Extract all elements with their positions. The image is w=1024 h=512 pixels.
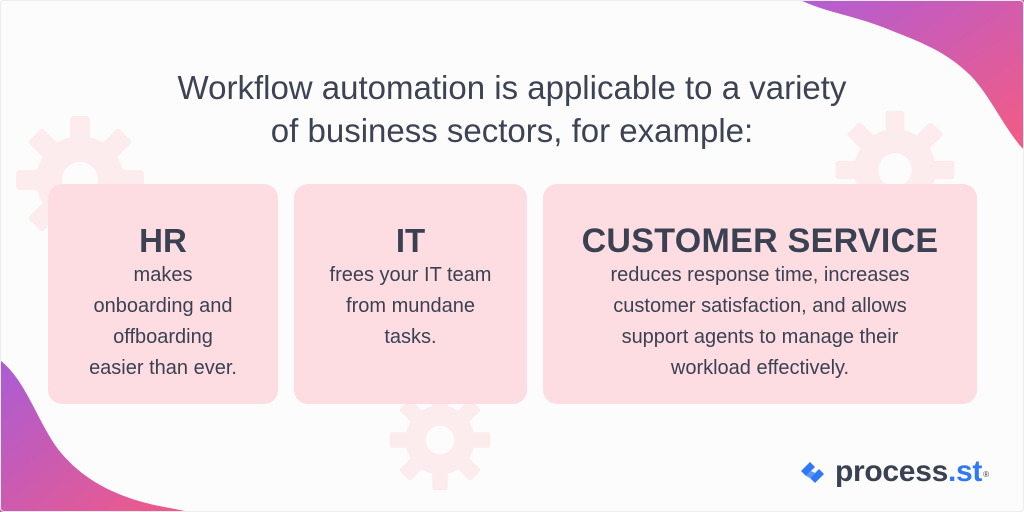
card-description-line: onboarding and [93,295,233,317]
sector-card-customer-service: CUSTOMER SERVICE reduces response time, … [543,184,977,404]
registered-mark: ® [983,469,989,479]
card-description-line: makes [133,264,193,286]
card-description-line: frees your IT team [329,264,492,286]
title-line: of business sectors, for example: [270,112,754,149]
logo-wordmark: process.st [835,455,982,489]
logo-name: process [835,455,948,488]
page-title: Workflow automation is applicable to a v… [112,66,912,152]
card-heading: HR [139,222,187,259]
card-heading: IT [395,222,426,259]
card-description: reduces response time, increases custome… [543,260,977,384]
card-description-line: workload effectively. [670,357,850,379]
card-description-line: easier than ever. [89,357,237,379]
card-heading: CUSTOMER SERVICE [581,222,939,260]
logo-name-accent: .st [947,455,983,488]
title-line: Workflow automation is applicable to a v… [177,69,847,106]
card-description-line: offboarding [113,326,213,348]
card-description: frees your IT team from mundane tasks. [294,260,527,353]
process-st-logo-icon [801,462,824,483]
sector-card-it: IT frees your IT team from mundane tasks… [294,184,527,404]
card-description-line: tasks. [384,326,437,348]
card-description-line: support agents to manage their [621,326,899,348]
card-description-line: customer satisfaction, and allows [613,295,907,317]
sector-card-hr: HR makes onboarding and offboarding easi… [48,184,278,404]
process-st-logo: process.st® [797,452,989,492]
card-description-line: reduces response time, increases [610,264,910,286]
card-description: makes onboarding and offboarding easier … [48,260,278,384]
card-description-line: from mundane [346,295,475,317]
